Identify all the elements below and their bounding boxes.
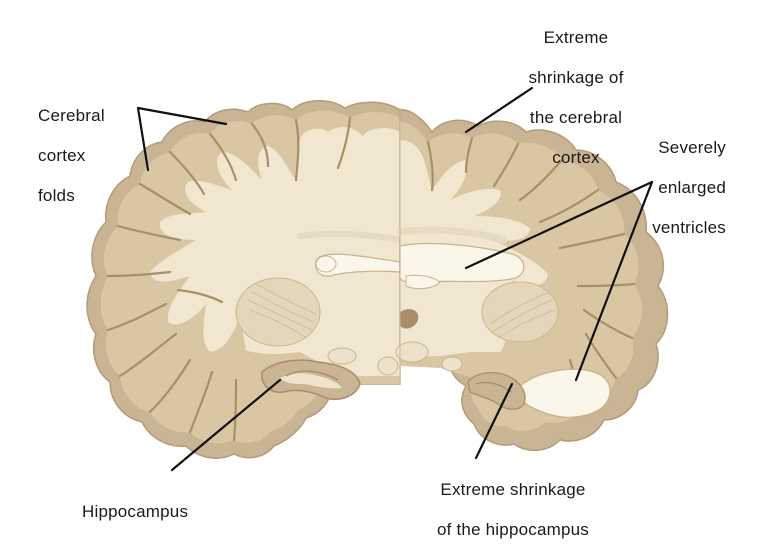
healthy-basal-ganglia bbox=[236, 278, 320, 346]
atrophied-basal-ganglia bbox=[482, 282, 558, 342]
label-ventricles-line1: Severely bbox=[612, 138, 726, 158]
label-hippocampus-shrinkage-line2: of the hippocampus bbox=[398, 520, 628, 540]
brain-cross-section-illustration bbox=[0, 0, 768, 523]
label-cortex-folds-line2: cortex bbox=[38, 146, 105, 166]
label-hippocampus-text: Hippocampus bbox=[82, 502, 188, 522]
label-cerebral-cortex-folds: Cerebral cortex folds bbox=[38, 86, 105, 226]
label-hippocampus: Hippocampus bbox=[82, 482, 188, 542]
label-cortex-folds-line1: Cerebral bbox=[38, 106, 105, 126]
label-ventricles-line3: ventricles bbox=[612, 218, 726, 238]
healthy-brain-half bbox=[87, 101, 400, 458]
label-severely-enlarged-ventricles: Severely enlarged ventricles bbox=[612, 118, 726, 258]
label-extreme-shrinkage-hippocampus: Extreme shrinkage of the hippocampus bbox=[398, 460, 628, 560]
label-cortex-shrinkage-line2: shrinkage of bbox=[506, 68, 646, 88]
label-hippocampus-shrinkage-line1: Extreme shrinkage bbox=[398, 480, 628, 500]
label-ventricles-line2: enlarged bbox=[612, 178, 726, 198]
brain-comparison-diagram: Cerebral cortex folds Extreme shrinkage … bbox=[0, 0, 768, 523]
label-cortex-shrinkage-line1: Extreme bbox=[506, 28, 646, 48]
label-cortex-folds-line3: folds bbox=[38, 186, 105, 206]
